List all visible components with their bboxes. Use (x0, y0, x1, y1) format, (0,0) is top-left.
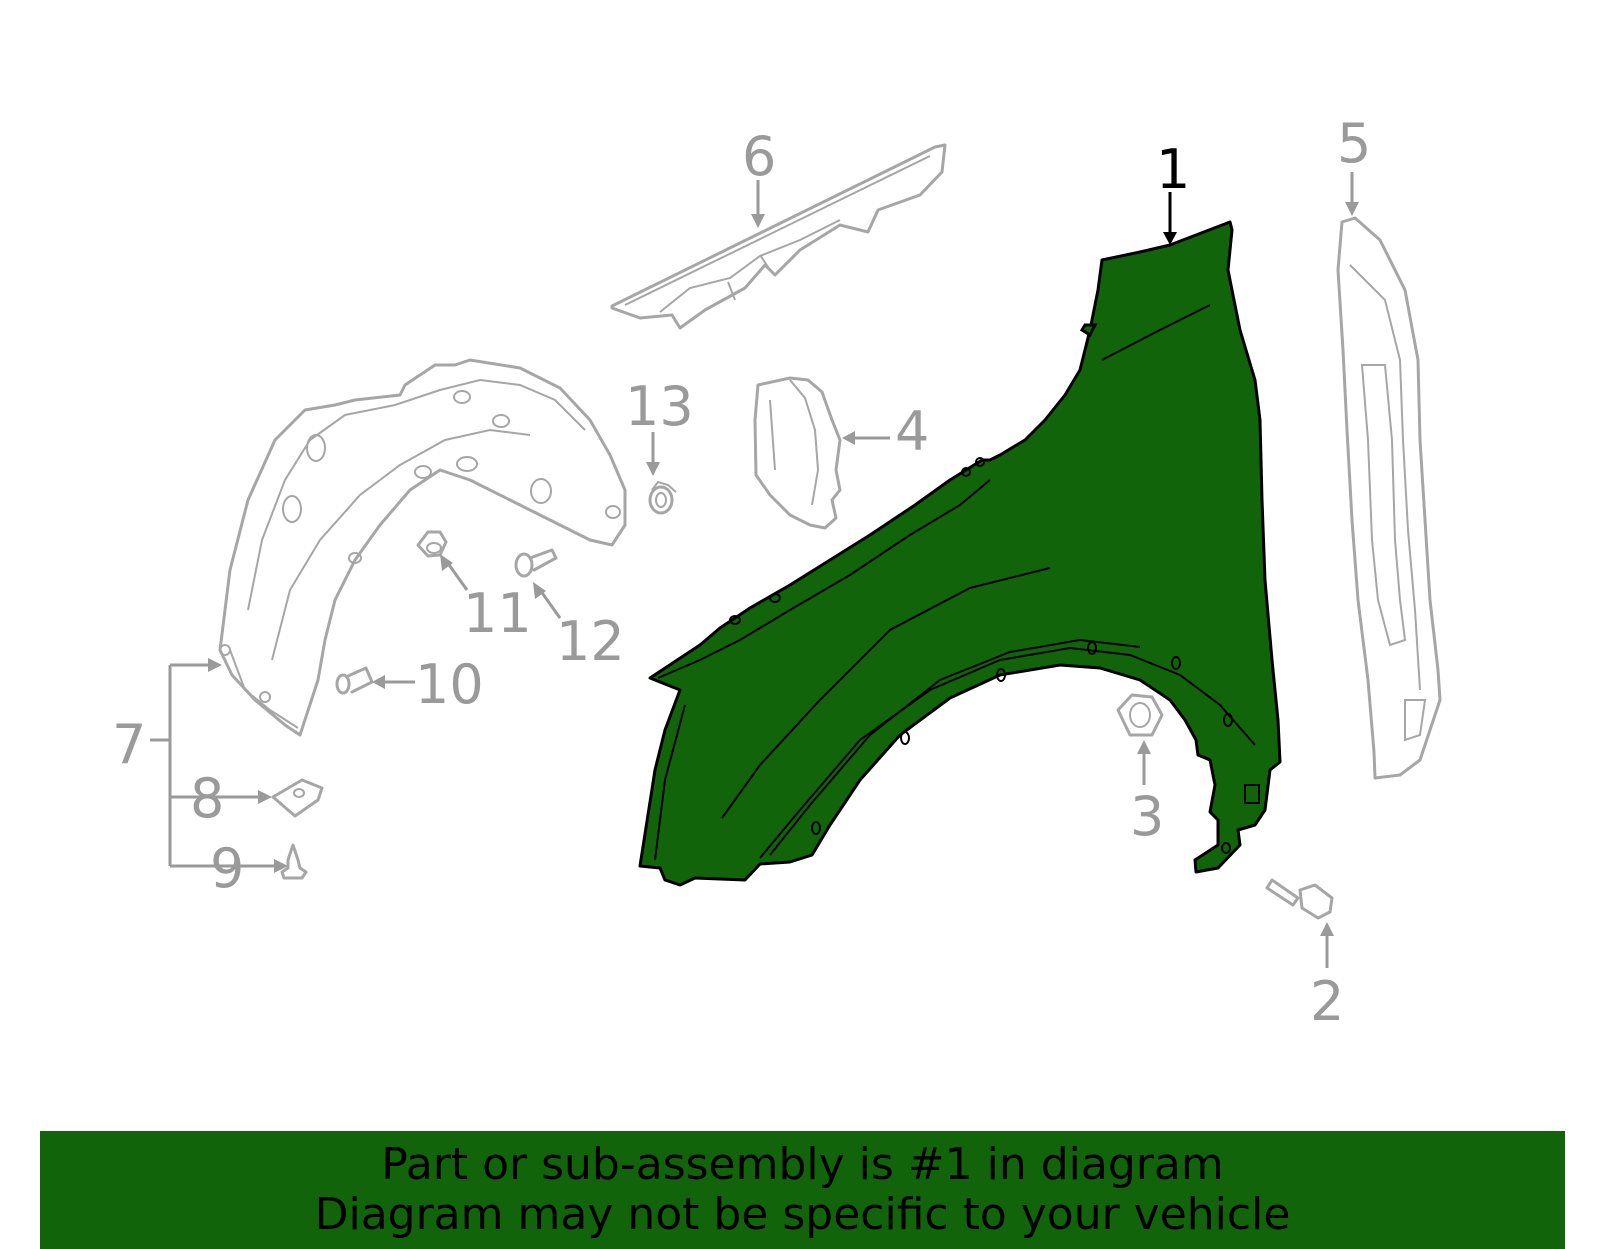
part-7-wheel-liner[interactable] (218, 358, 627, 737)
callout-10: 10 (415, 653, 484, 716)
banner-line-1: Part or sub-assembly is #1 in diagram (381, 1139, 1224, 1190)
leader-lines (150, 172, 1359, 968)
callout-3: 3 (1130, 785, 1164, 848)
part-3-nut[interactable] (1116, 693, 1164, 737)
banner-line-2: Diagram may not be specific to your vehi… (314, 1189, 1291, 1240)
part-4-bracket[interactable] (753, 376, 842, 530)
callout-12: 12 (556, 610, 625, 673)
disclaimer-banner: Part or sub-assembly is #1 in diagram Di… (40, 1131, 1565, 1249)
callout-13: 13 (625, 375, 694, 438)
callout-5: 5 (1337, 112, 1371, 175)
part-9-push-pin[interactable] (280, 843, 308, 880)
part-8-clip-nut[interactable] (271, 778, 324, 818)
callout-2: 2 (1310, 970, 1344, 1033)
part-10-bolt[interactable] (335, 666, 374, 695)
callout-4: 4 (895, 400, 929, 463)
callout-9: 9 (210, 837, 244, 900)
callout-1: 1 (1156, 138, 1190, 201)
part-11-nut[interactable] (416, 530, 448, 558)
part-13-clip[interactable] (648, 480, 677, 515)
callout-8: 8 (190, 767, 224, 830)
part-12-screw[interactable] (514, 548, 558, 578)
part-6-upper-rail[interactable] (610, 143, 947, 330)
callout-6: 6 (742, 125, 776, 188)
callout-7: 7 (112, 713, 146, 776)
part-1-fender[interactable] (638, 220, 1282, 887)
callout-11: 11 (463, 582, 532, 645)
part-5-side-seal[interactable] (1336, 216, 1442, 780)
part-2-bolt[interactable] (1265, 878, 1334, 920)
